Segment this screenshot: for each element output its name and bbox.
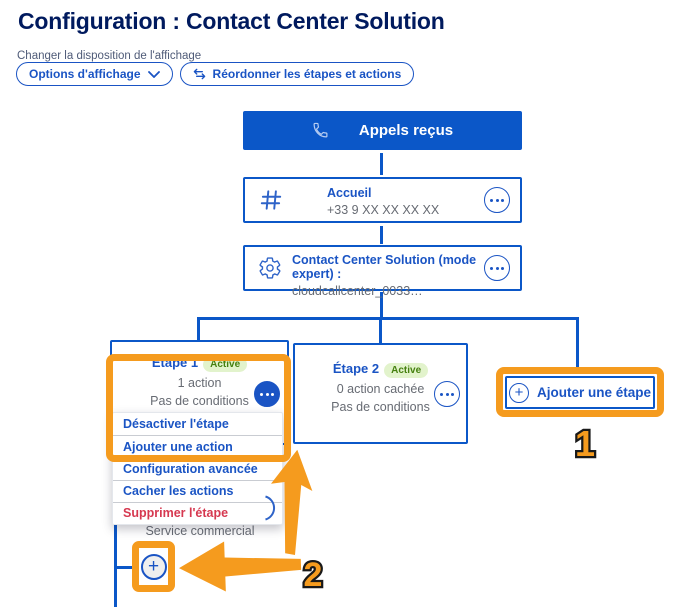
connector-line	[114, 566, 136, 569]
step-1-name: Étape 1	[151, 355, 199, 370]
connector-line	[114, 445, 117, 607]
connector-line	[380, 226, 383, 244]
add-action-button[interactable]: +	[140, 553, 167, 580]
toolbar: Options d'affichage Réordonner les étape…	[16, 62, 415, 86]
phone-icon	[313, 122, 328, 138]
step-2-name: Étape 2	[332, 361, 380, 376]
connector-line	[379, 317, 382, 344]
menu-item-disable-step[interactable]: Désactiver l'étape	[123, 417, 229, 432]
step-2-card: Étape 2 Active 0 action cachée Pas de con…	[293, 343, 468, 444]
access-node-number: +33 9 XX XX XX XX	[327, 203, 440, 217]
svg-text:1: 1	[575, 423, 595, 464]
incoming-calls-banner: Appels reçus	[243, 111, 522, 150]
annotation-number-2: 2	[301, 554, 324, 596]
step-1-conditions: Pas de conditions	[150, 394, 249, 408]
step-2-conditions: Pas de conditions	[331, 400, 430, 414]
add-step-button[interactable]: + Ajouter une étape	[505, 376, 655, 409]
access-node-menu-button[interactable]	[484, 187, 510, 213]
solution-node-id: cloudcallcenter_0033…	[292, 284, 423, 298]
action-label-service-commercial: Service commercial	[145, 524, 255, 538]
dialpad-hash-icon	[260, 190, 282, 210]
gear-icon	[259, 257, 281, 279]
step-2-status-badge: Active	[384, 363, 429, 378]
layout-hint-label: Changer la disposition de l'affichage	[17, 50, 202, 62]
step-1-status-badge: Active	[203, 357, 248, 372]
incoming-calls-label: Appels reçus	[358, 122, 454, 139]
access-node-title: Accueil	[327, 186, 372, 200]
display-options-button[interactable]: Options d'affichage	[16, 62, 173, 86]
swap-arrows-icon	[193, 68, 205, 80]
page-title: Configuration : Contact Center Solution	[18, 8, 445, 34]
step-1-actions-count: 1 action	[177, 376, 222, 390]
add-step-label: Ajouter une étape	[536, 385, 652, 400]
step-2-menu-button[interactable]	[434, 381, 460, 407]
step-1-menu-button[interactable]	[254, 381, 280, 407]
connector-line	[380, 292, 383, 318]
annotation-number-1: 1	[573, 421, 598, 466]
solution-node: Contact Center Solution (mode expert) : …	[243, 245, 522, 298]
connector-line	[380, 153, 383, 175]
connector-line	[576, 317, 579, 369]
menu-item-hide-actions[interactable]: Cacher les actions	[113, 479, 282, 502]
menu-item-advanced-config[interactable]: Configuration avancée	[113, 457, 282, 479]
access-node: Accueil +33 9 XX XX XX XX	[243, 177, 522, 223]
reorder-steps-button[interactable]: Réordonner les étapes et actions	[179, 62, 415, 86]
step-1-context-menu: Désactiver l'étape Ajouter une action Co…	[112, 412, 283, 525]
ellipsis-menu-icon	[265, 495, 275, 521]
menu-item-add-action[interactable]: Ajouter une action	[113, 435, 282, 457]
highlight-box-add-action: +	[132, 541, 175, 592]
plus-circle-icon: +	[508, 382, 529, 403]
step-2-actions-count: 0 action cachée	[336, 382, 425, 396]
connector-line	[197, 317, 579, 320]
svg-text:2: 2	[304, 556, 323, 594]
solution-node-menu-button[interactable]	[484, 255, 510, 281]
solution-node-title: Contact Center Solution (mode expert) :	[292, 253, 477, 281]
connector-line	[197, 317, 200, 341]
annotation-arrow-left	[179, 541, 302, 592]
menu-item-delete-step[interactable]: Supprimer l'étape	[113, 501, 282, 524]
reorder-steps-label: Réordonner les étapes et actions	[212, 67, 402, 81]
display-options-label: Options d'affichage	[29, 67, 141, 81]
chevron-down-icon	[147, 70, 160, 78]
